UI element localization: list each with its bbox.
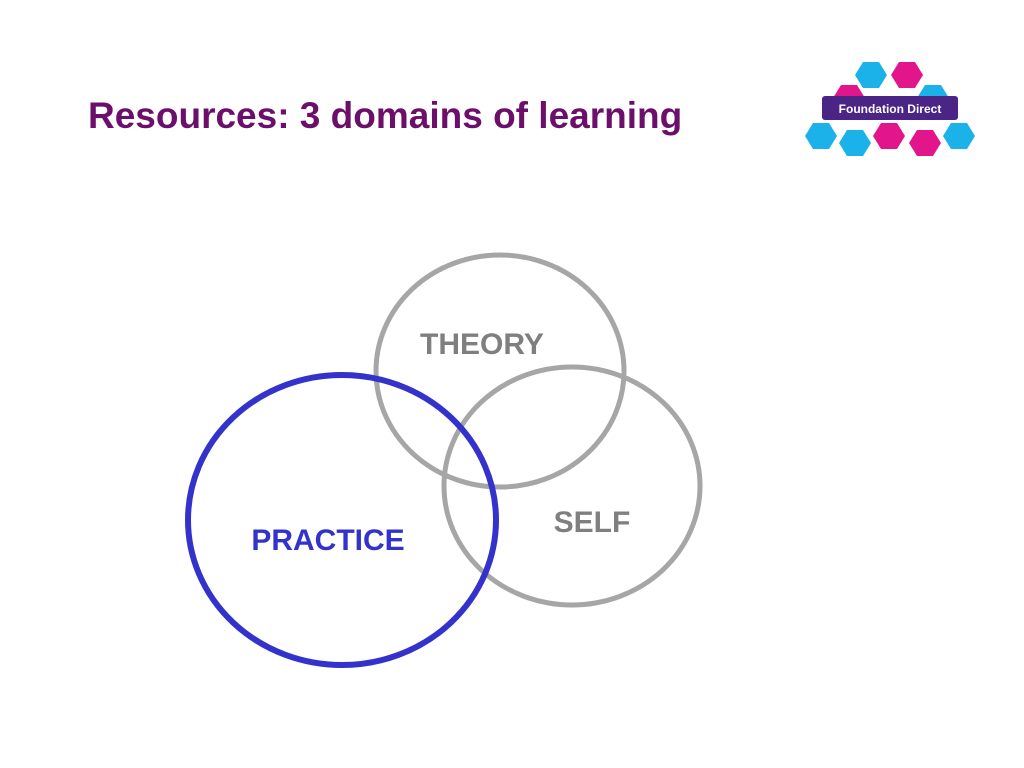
logo-hexagon — [873, 123, 905, 149]
theory-label: THEORY — [420, 328, 544, 361]
practice-label: PRACTICE — [251, 524, 404, 557]
self-circle — [441, 364, 703, 608]
slide-title: Resources: 3 domains of learning — [88, 95, 683, 136]
logo-text: Foundation Direct — [839, 102, 942, 116]
logo-hexagon — [855, 62, 887, 88]
theory-circle — [373, 252, 627, 490]
logo-hexagon — [891, 62, 923, 88]
self-label: SELF — [554, 506, 631, 539]
practice-circle — [185, 372, 499, 668]
logo-hexagon — [909, 130, 941, 156]
logo-banner — [822, 96, 958, 120]
foundation-direct-logo: Foundation Direct — [805, 62, 975, 156]
logo-hexagon — [839, 130, 871, 156]
logo-hexagon — [805, 123, 837, 149]
logo-hexagon — [943, 123, 975, 149]
